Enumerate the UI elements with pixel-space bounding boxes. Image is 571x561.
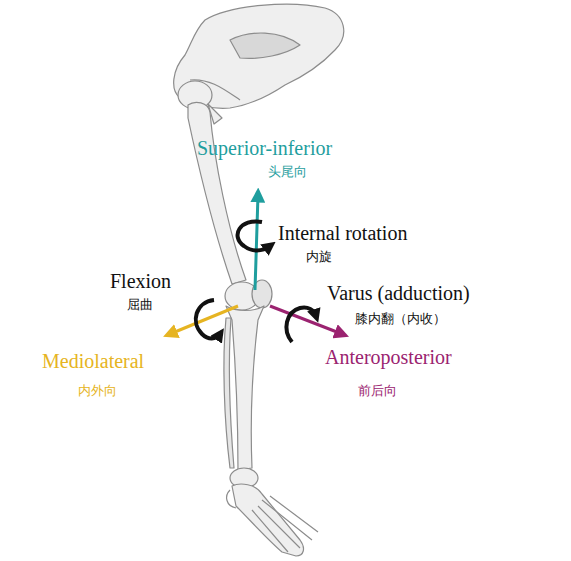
superior-inferior-axis xyxy=(255,195,258,290)
axis-label-zh: 头尾向 xyxy=(268,165,307,180)
varus-arrow xyxy=(286,307,316,342)
internal-rotation-arrow xyxy=(238,221,270,250)
anteroposterior-axis xyxy=(270,306,342,334)
mediolateral-axis xyxy=(170,306,238,334)
rotation-label-zh: 内旋 xyxy=(306,250,332,265)
rotation-label: Flexion xyxy=(110,270,171,293)
rotation-label: Internal rotation xyxy=(278,222,407,245)
rotation-label: Varus (adduction) xyxy=(327,282,470,305)
rotation-label-zh: 屈曲 xyxy=(127,298,153,313)
axis-label-zh: 内外向 xyxy=(78,384,117,399)
rotation-label-zh: 膝内翻（内收） xyxy=(355,312,446,327)
axis-label: Mediolateral xyxy=(42,350,144,373)
flexion-arrow xyxy=(196,300,220,339)
skeleton xyxy=(174,4,344,556)
axis-label-zh: 前后向 xyxy=(358,384,397,399)
axis-label: Superior-inferior xyxy=(197,137,332,160)
axis-label: Anteroposterior xyxy=(325,346,452,369)
